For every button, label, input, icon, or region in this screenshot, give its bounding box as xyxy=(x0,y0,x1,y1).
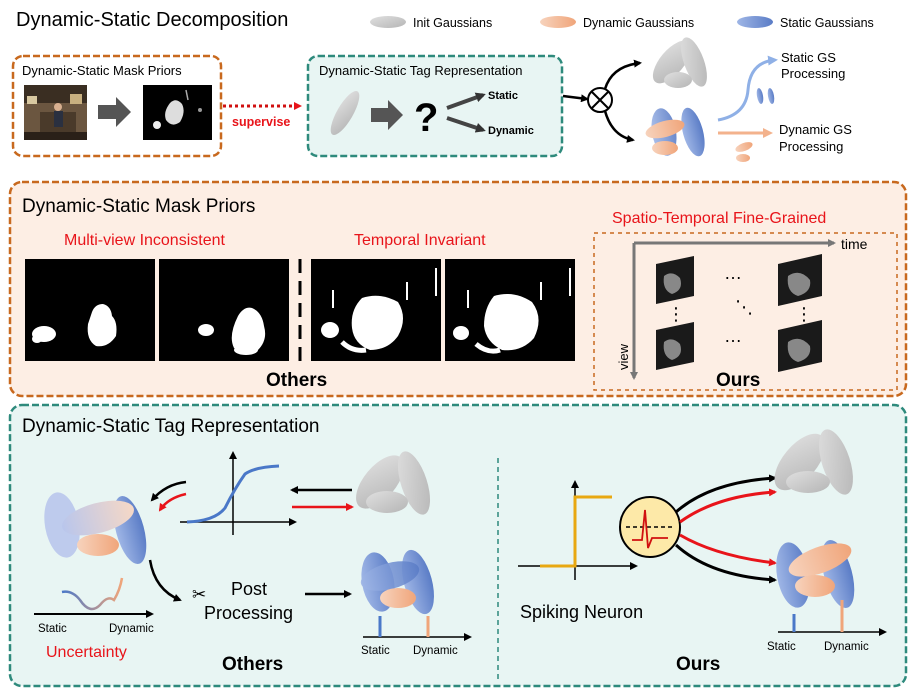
ellipsis-right: ⋮ xyxy=(795,304,813,324)
mask-ours-label: Ours xyxy=(716,370,760,391)
neuron-arrow-static-black xyxy=(675,474,777,514)
init-gaussians-ours xyxy=(774,429,853,495)
mask-others-label: Others xyxy=(266,370,327,391)
tag-ours-label: Ours xyxy=(676,654,720,675)
post-processing-label-1: Post xyxy=(231,579,267,599)
scissors-icon: ✂ xyxy=(192,585,206,604)
neuron-arrow-static-red xyxy=(679,488,777,524)
ellipsis-top: … xyxy=(724,263,742,283)
uncertainty-curve xyxy=(61,577,124,611)
mask-panel-title: Dynamic-Static Mask Priors xyxy=(22,196,255,217)
post-processing-label-2: Processing xyxy=(204,603,293,623)
ellipsis-left: ⋮ xyxy=(667,304,685,324)
supervise-label: supervise xyxy=(232,115,290,129)
tag-dynamic-label: Dynamic xyxy=(488,125,534,137)
temporal-label: Temporal Invariant xyxy=(354,232,486,249)
ours-dynamic-bar-label: Dynamic xyxy=(824,641,869,653)
time-axis-label: time xyxy=(841,236,868,252)
legend-static-swatch xyxy=(737,16,773,28)
uncertainty-static-label: Static xyxy=(38,623,67,635)
arrow-to-static xyxy=(446,92,486,110)
dynamic-processing-label-2: Processing xyxy=(779,139,843,154)
others-dynamic-bar-label: Dynamic xyxy=(413,645,458,657)
spatio-temporal-label: Spatio-Temporal Fine-Grained xyxy=(612,210,826,227)
decomposed-gaussians-group xyxy=(645,107,705,157)
legend-dynamic-swatch xyxy=(540,16,576,28)
mask-priors-box-title: Dynamic-Static Mask Priors xyxy=(22,63,182,78)
spiking-neuron-label: Spiking Neuron xyxy=(520,602,643,622)
mask-thumbnail xyxy=(143,85,212,140)
legend-init-label: Init Gaussians xyxy=(413,16,492,30)
diagram-title: Dynamic-Static Decomposition xyxy=(16,9,288,31)
others-static-bar-label: Static xyxy=(361,645,390,657)
scene-photo-thumbnail xyxy=(24,85,87,140)
loop-arrow-black xyxy=(150,480,187,502)
static-gs-small-icon xyxy=(756,88,775,104)
static-processing-label-1: Static GS xyxy=(781,50,836,65)
static-processing-arrow xyxy=(717,55,778,122)
ours-static-bar-label: Static xyxy=(767,641,796,653)
dynamic-gs-small-icon xyxy=(735,142,753,162)
mask-image-multi-view-1 xyxy=(25,259,155,361)
ours-subregion xyxy=(593,232,898,391)
legend-init-swatch xyxy=(370,16,406,28)
init-gaussians-group xyxy=(652,37,707,88)
neuron-arrow-dynamic-black xyxy=(674,543,777,584)
loop-arrow-red xyxy=(158,492,187,512)
question-mark: ? xyxy=(414,96,438,140)
arrow-icon xyxy=(371,100,403,130)
arrow-to-dynamic-gaussians xyxy=(603,110,635,143)
mask-image-temporal-2 xyxy=(445,259,575,361)
uncertainty-label: Uncertainty xyxy=(46,644,127,661)
neuron-arrow-dynamic-red xyxy=(679,533,777,567)
mask-image-temporal-1 xyxy=(311,259,441,361)
tag-panel-title: Dynamic-Static Tag Representation xyxy=(22,416,319,437)
arrow-to-dynamic xyxy=(446,116,486,133)
tag-representation-box-title: Dynamic-Static Tag Representation xyxy=(319,63,523,78)
decomposed-gaussians-others xyxy=(360,549,434,615)
arrow-to-multiply xyxy=(562,94,589,103)
tag-representation-box xyxy=(306,54,564,158)
uncertain-gaussians xyxy=(44,492,147,565)
tag-others-label: Others xyxy=(222,654,283,675)
arrow-to-post-processing xyxy=(148,559,182,602)
init-gaussians-others xyxy=(356,451,431,515)
ellipsis-bottom: … xyxy=(724,326,742,346)
multi-view-label: Multi-view Inconsistent xyxy=(64,232,226,249)
uncertainty-dynamic-label: Dynamic xyxy=(109,623,154,635)
step-curve xyxy=(540,495,612,568)
ellipsis-diagonal: ⋱ xyxy=(735,297,753,317)
view-axis-label: view xyxy=(616,343,631,370)
legend-dynamic-label: Dynamic Gaussians xyxy=(583,16,694,30)
arrow-icon xyxy=(98,97,131,127)
arrow-to-static-gaussians xyxy=(603,59,642,90)
legend-static-label: Static Gaussians xyxy=(780,16,874,30)
sigmoid-curve xyxy=(186,464,280,524)
static-processing-label-2: Processing xyxy=(781,66,845,81)
mask-image-multi-view-2 xyxy=(159,259,289,361)
tag-static-label: Static xyxy=(488,90,518,102)
decomposed-gaussians-ours xyxy=(776,539,855,609)
init-gaussian-icon xyxy=(330,90,360,136)
frame-grid xyxy=(656,254,822,372)
dynamic-processing-label-1: Dynamic GS xyxy=(779,122,852,137)
tag-representation-panel xyxy=(8,403,908,688)
